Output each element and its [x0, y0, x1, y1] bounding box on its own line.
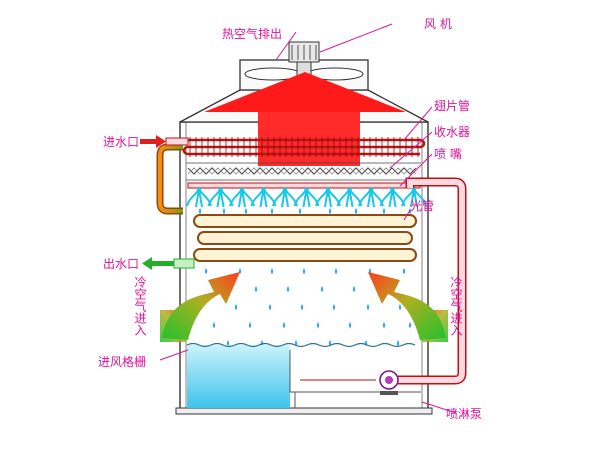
water-drop [382, 322, 386, 328]
water-drop [286, 286, 290, 292]
spray-riser-pipe [300, 177, 467, 385]
inlet-connector-pipe [156, 143, 183, 215]
cold-air-arrow-left [162, 272, 240, 340]
spray-nozzles [186, 188, 427, 208]
water-drop [354, 208, 358, 214]
bare-tube [193, 214, 417, 262]
spray-nozzle [229, 188, 255, 208]
label-air-inlet-louver: 进风格栅 [98, 354, 146, 369]
label-cold-air-in-left: 冷空气进入 [133, 276, 147, 336]
spray-nozzle [186, 188, 212, 208]
label-finned-tube: 翅片管 [434, 98, 470, 113]
water-drop [408, 322, 412, 328]
labels: 热空气排出 风 机 翅片管 收水器 喷 嘴 光管 进水口 出水口 进风格栅 喷淋… [98, 17, 482, 421]
spray-nozzle [315, 188, 341, 208]
water-drop [222, 208, 226, 214]
water-basin [186, 342, 421, 408]
water-drop [328, 340, 332, 346]
water-drop [316, 322, 320, 328]
water-drop [396, 340, 400, 346]
water-drop [226, 340, 230, 346]
label-spray-pump: 喷淋泵 [446, 407, 482, 421]
water-drop [268, 304, 272, 310]
label-water-inlet: 进水口 [103, 135, 139, 149]
drift-eliminator [186, 162, 421, 181]
water-drop [204, 268, 208, 274]
spray-pump [379, 370, 399, 395]
water-drop [198, 208, 202, 214]
spray-header [187, 182, 421, 189]
spray-nozzle [401, 188, 427, 208]
fan [244, 41, 364, 85]
water-drop [212, 322, 216, 328]
water-drop [270, 208, 274, 214]
water-drop [328, 208, 332, 214]
water-drop [334, 268, 338, 274]
spray-nozzle [293, 188, 320, 208]
water-drop [282, 322, 286, 328]
water-drop [408, 208, 412, 214]
label-drift-eliminator: 收水器 [434, 125, 470, 139]
water-drop [398, 304, 402, 310]
water-drop [244, 208, 248, 214]
water-drop [352, 286, 356, 292]
water-drop [402, 268, 406, 274]
cold-air-arrow-right [368, 272, 446, 340]
spray-nozzle [358, 188, 384, 208]
label-fan: 风 机 [424, 17, 452, 31]
water-drop [348, 322, 352, 328]
water-outlet-arrow [142, 257, 195, 270]
spray-nozzle [336, 188, 363, 208]
water-drop [298, 208, 302, 214]
water-drop [300, 304, 304, 310]
water-drop [302, 268, 306, 274]
water-drop [382, 208, 386, 214]
label-cold-air-in-right: 冷空气进入 [449, 276, 463, 336]
spray-nozzle [379, 188, 406, 208]
water-drop [270, 268, 274, 274]
label-hot-air-exhaust: 热空气排出 [222, 26, 282, 41]
water-drop [332, 304, 336, 310]
water-drop [248, 322, 252, 328]
spray-nozzle [272, 188, 298, 208]
water-drop [234, 304, 238, 310]
water-drop [320, 286, 324, 292]
water-drop [366, 304, 370, 310]
water-drop [294, 340, 298, 346]
spray-nozzle [250, 188, 277, 208]
label-bare-tube: 光管 [410, 198, 434, 213]
label-water-outlet: 出水口 [103, 257, 139, 271]
finned-tube [182, 137, 426, 157]
spray-nozzle [207, 188, 234, 208]
water-drop [254, 286, 258, 292]
label-spray-nozzle: 喷 嘴 [434, 147, 462, 161]
leader-lines [159, 23, 457, 414]
water-inlet-arrow [140, 135, 189, 148]
